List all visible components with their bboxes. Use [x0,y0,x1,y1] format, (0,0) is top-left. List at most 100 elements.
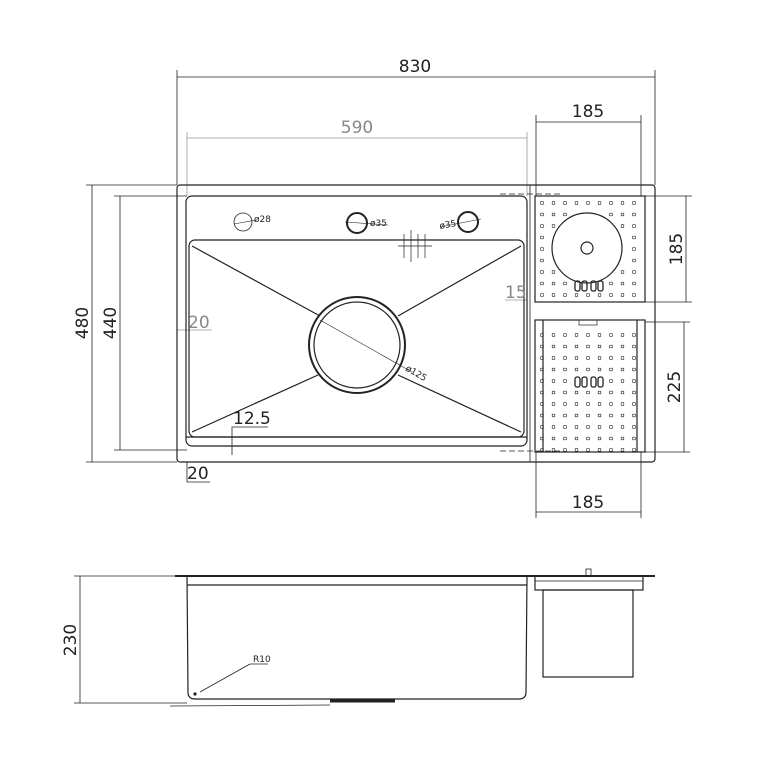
perforation-dot [563,212,567,217]
perforation-dot [563,390,567,395]
perforation-dot [586,201,590,205]
perforation-dot [632,281,636,286]
perforation-dot [632,379,636,383]
perforation-dot [540,390,544,395]
perforation-dot [574,448,579,452]
perforation-dot [540,379,544,383]
perforation-dot [620,356,625,360]
perforation-dot [540,235,544,240]
perforation-dot [574,344,579,349]
dim-offset-bottom-left: 20 [187,464,209,484]
perforation-dot [540,402,544,406]
perforation-dot [632,390,636,395]
perforation-dot [597,201,602,205]
perforation-dot [540,448,544,452]
perforation-dot [620,224,625,228]
perforation-dot [551,367,556,372]
perforation-dot [586,402,590,406]
perforation-dot [540,436,544,441]
perforation-dot [540,212,544,217]
perforation-dot [563,425,567,429]
perforation-dot [632,333,636,337]
perforation-dot [632,436,636,441]
perforation-dot [574,333,579,337]
perforation-dot [540,356,544,360]
perforation-dot [551,281,556,286]
perforation-dot [632,425,636,429]
dim-overall-width: 830 [399,57,431,77]
perforation-dot [609,425,613,429]
center-mark-icon [398,230,432,262]
perforation-dot [609,367,613,372]
perforation-dot [551,413,556,418]
perforation-dot [620,448,625,452]
dimension-lines [74,70,692,704]
perforation-dot [563,201,567,205]
dim-drainer-height-bottom: 225 [665,371,685,403]
perforation-dot [563,448,567,452]
side-view [169,568,655,707]
perforation-dot [563,333,567,337]
perforation-dot [563,281,567,286]
radius-label: R10 [253,655,271,665]
perforation-dot [574,402,579,406]
perforation-dot [609,212,613,217]
perforation-dot [574,413,579,418]
perforation-dot [540,201,544,205]
perforation-dot [563,344,567,349]
perforation-dot [632,367,636,372]
top-view [176,184,656,463]
perforation-dot [586,356,590,360]
dim-offset-left: 20 [188,313,210,333]
perforation-dot [620,379,625,383]
handle-icon [574,280,604,388]
perforation-dot [632,212,636,217]
perforation-dot [586,333,590,337]
perforation-dot [609,344,613,349]
perforation-dot [540,293,544,297]
perforation-dot [551,379,556,383]
perforation-dot [551,390,556,395]
perforation-dot [551,212,556,217]
perforation-dot [563,402,567,406]
perforation-dot [551,402,556,406]
perforation-dot [563,293,567,297]
perforation-dot [597,293,602,297]
perforation-dot [540,333,544,337]
perforation-dot [609,379,613,383]
perforation-dot [597,367,602,372]
perforation-dot [574,356,579,360]
perforation-dot [632,293,636,297]
perforation-dot [609,413,613,418]
perforation-dot [609,281,613,286]
perforation-dot [609,390,613,395]
perforation-dot [540,258,544,263]
perforation-dot [540,224,544,228]
perforation-dot [540,367,544,372]
perforation-dot [551,344,556,349]
dim-offset-12-5: 12.5 [233,409,271,429]
perforation-dot [540,270,544,274]
perforation-dot [597,344,602,349]
perforation-dot [551,425,556,429]
perforation-dot [609,448,613,452]
perforation-dot [609,402,613,406]
dim-drainer-width-bottom: 185 [572,493,604,513]
perforation-dot [540,281,544,286]
perforation-dot [563,356,567,360]
dim-overall-depth: 480 [73,307,93,339]
perforation-dot [597,448,602,452]
dim-bowl-width: 590 [341,118,373,138]
perforation-dot [620,390,625,395]
perforation-dot [551,224,556,228]
perforation-dot [609,201,613,205]
hole-1-label: ø28 [254,215,271,225]
perforation-dot [563,379,567,383]
drain-label: ø125 [404,364,429,384]
dim-drainer-height-top: 185 [667,233,687,265]
perforation-dot [540,425,544,429]
perforation-dot [563,413,567,418]
perforation-dot [551,293,556,297]
perforation-dot [586,425,590,429]
